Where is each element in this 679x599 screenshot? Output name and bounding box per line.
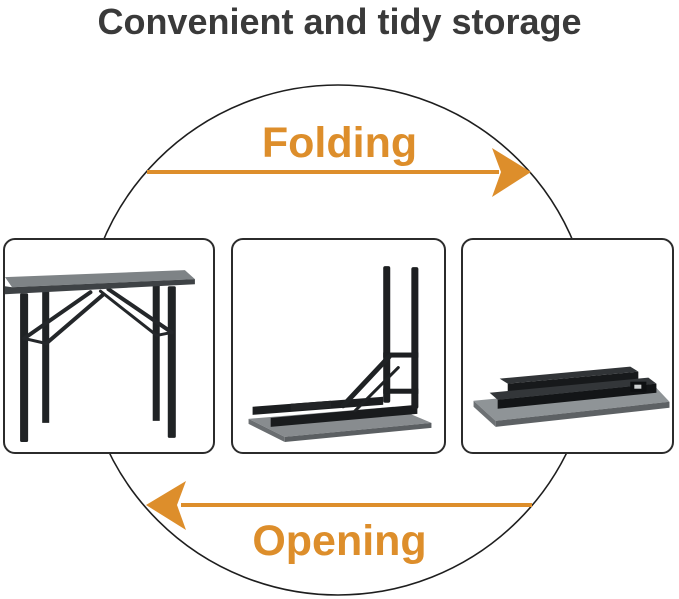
stage-panel-open (3, 238, 215, 454)
table-folded-flat-image (473, 366, 670, 427)
arrow-right-icon (147, 148, 531, 197)
stage-panel-folded (461, 238, 674, 454)
stage-panel-half-folded (231, 238, 446, 454)
open-table-legs (20, 284, 176, 442)
folding-label: Folding (261, 119, 418, 167)
table-half-folded-image (248, 266, 432, 442)
opening-arrow-head (146, 481, 186, 530)
open-table-braces (22, 287, 174, 346)
open-table-top (5, 270, 195, 295)
folding-arrow-head (492, 148, 531, 197)
opening-label: Opening (252, 517, 427, 565)
arrow-left-icon (146, 481, 532, 530)
folded-frame-rear-bar (499, 366, 639, 393)
table-open-image (5, 270, 195, 442)
half-folded-legs (383, 266, 419, 409)
half-folded-braces (340, 354, 400, 413)
folded-frame-front-bar (489, 377, 657, 409)
page-title: Convenient and tidy storage (97, 1, 582, 42)
